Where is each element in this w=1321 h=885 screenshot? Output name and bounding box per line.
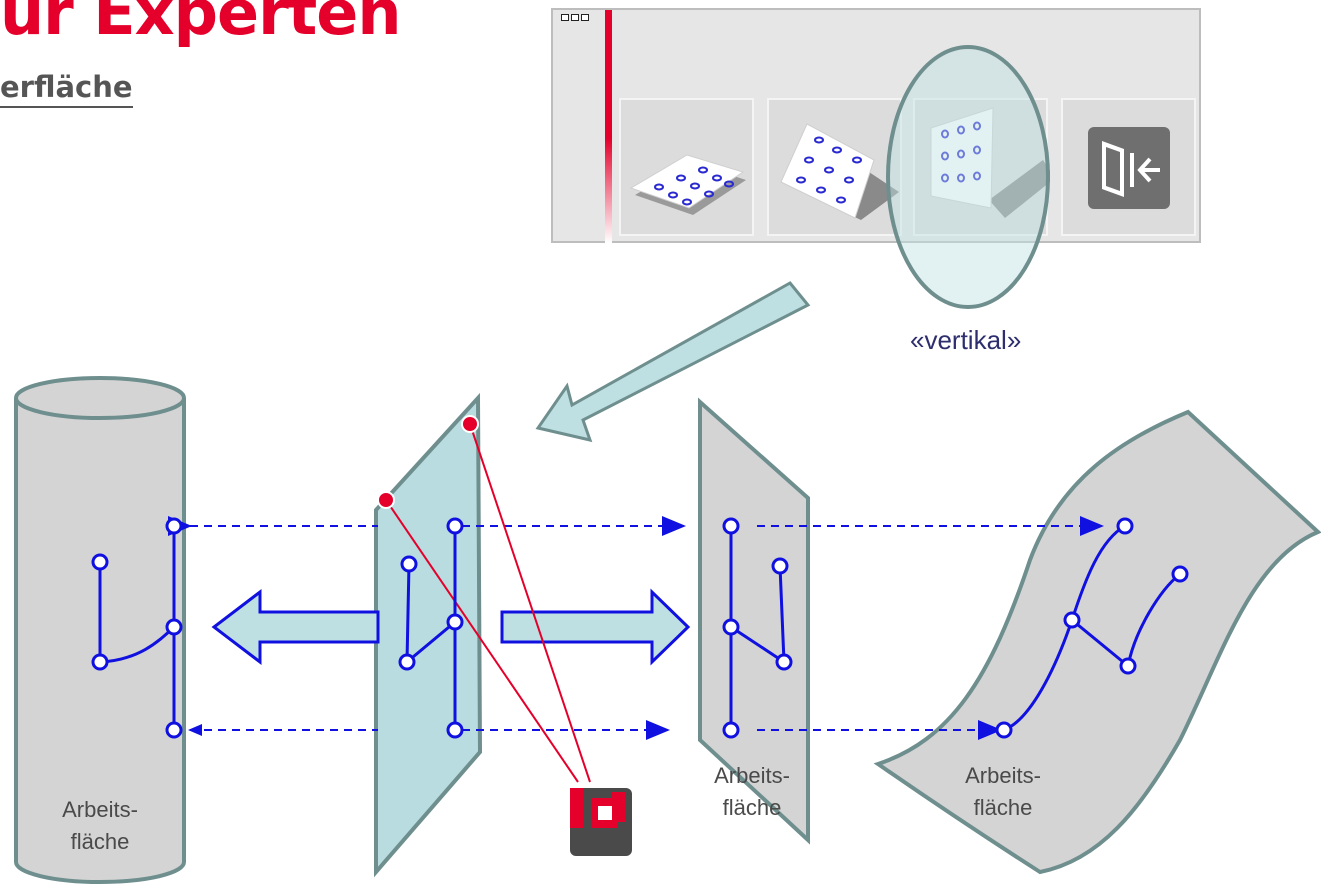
highlight-ellipse: [886, 45, 1050, 309]
vertical-mode-label: «vertikal»: [910, 325, 1022, 355]
label-line: fläche: [70, 829, 130, 854]
left-projection-arrow: [211, 588, 380, 666]
panel-accent-bar: [605, 10, 612, 243]
flat-surface-label: Arbeits- fläche: [682, 760, 822, 824]
tilted-plane-button[interactable]: [767, 98, 902, 236]
exit-button[interactable]: [1061, 98, 1196, 236]
exit-door-icon: [1088, 127, 1170, 209]
page-subtitle: erfläche: [0, 70, 133, 108]
window-control-icon[interactable]: [561, 14, 569, 21]
window-control-icon[interactable]: [571, 14, 579, 21]
scanner-device-icon: [570, 788, 632, 856]
cylinder-surface-label: Arbeits- fläche: [30, 794, 170, 858]
label-line: fläche: [973, 795, 1033, 820]
right-projection-arrow: [500, 588, 691, 666]
laser-point: [461, 415, 479, 433]
toolbar-panel: [551, 8, 1201, 243]
horizontal-plane-icon: [629, 154, 746, 215]
window-controls[interactable]: [561, 14, 589, 24]
projection-plane: [374, 392, 483, 878]
label-line: Arbeits-: [62, 797, 138, 822]
label-line: fläche: [722, 795, 782, 820]
label-line: Arbeits-: [965, 763, 1041, 788]
horizontal-plane-button[interactable]: [619, 98, 754, 236]
curved-surface-label: Arbeits- fläche: [933, 760, 1073, 824]
vertical-plane-button[interactable]: [913, 98, 1050, 236]
page-title: ur Experten: [0, 0, 401, 49]
laser-point: [377, 491, 395, 509]
tilted-plane-icon: [780, 123, 899, 220]
vertical-plane-icon: [930, 107, 1050, 218]
callout-arrow: [535, 281, 811, 443]
label-line: Arbeits-: [714, 763, 790, 788]
window-control-icon[interactable]: [581, 14, 589, 21]
